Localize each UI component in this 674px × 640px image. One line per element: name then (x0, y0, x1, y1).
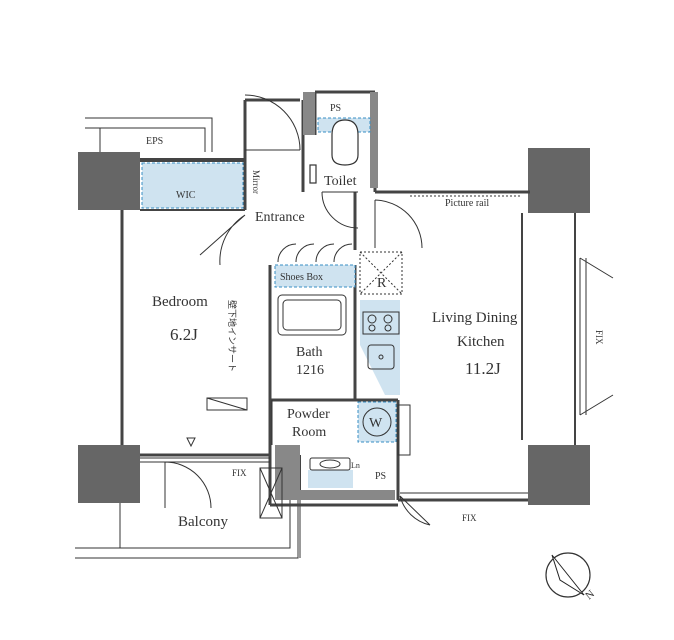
storage-areas (141, 117, 400, 488)
compass-north-label: N (583, 588, 597, 602)
washer-label: W (369, 416, 383, 431)
sink-icon (367, 344, 395, 370)
eps-label: EPS (146, 136, 163, 147)
bedroom-door (199, 214, 246, 266)
shoes-box-area (274, 264, 356, 288)
wall-infill-top (303, 92, 315, 135)
shoes-box-doors (277, 243, 353, 263)
marker-triangle (186, 437, 196, 448)
column-top-left (78, 152, 140, 210)
wic-area (141, 162, 244, 209)
ps-bottom-label: PS (375, 471, 386, 482)
toilet-door (321, 191, 359, 229)
wall-infill-bottom (275, 445, 395, 500)
fix-bottom-label: FIX (462, 513, 477, 523)
toilet-label: Toilet (324, 174, 357, 189)
basin-icon (309, 457, 351, 471)
column-bottom-left (78, 445, 140, 503)
walls (78, 148, 590, 505)
doors (164, 94, 614, 526)
washer-icon (362, 407, 392, 437)
bath-label: Bath (296, 345, 322, 360)
window-lines (140, 457, 528, 494)
wall-infill-right (370, 92, 378, 188)
ldk-door (374, 199, 423, 249)
stove-icon (362, 311, 400, 335)
bedroom-size: 6.2J (170, 325, 198, 344)
ldk-bottom-door (399, 495, 431, 526)
column-bottom-right (528, 445, 590, 505)
bath-size: 1216 (296, 363, 324, 378)
bedroom-label: Bedroom (152, 294, 208, 310)
picture-rail-label: Picture rail (445, 198, 489, 209)
bathtub (277, 294, 347, 336)
bedroom-vertical-note: 壁下地インサート (227, 300, 238, 372)
cabinet-box (397, 404, 411, 456)
ps-top-label: PS (330, 103, 341, 114)
linen-area (308, 470, 353, 488)
shoes-box-label: Shoes Box (280, 272, 323, 283)
fix-right-label: FIX (594, 330, 604, 345)
ldk-label-line1: Living Dining (432, 310, 518, 326)
refrigerator (359, 251, 403, 295)
wic-label: WIC (176, 190, 196, 201)
fix-balcony-label: FIX (232, 468, 247, 478)
compass-icon: N (545, 552, 597, 602)
linen-label: Ln (351, 461, 360, 470)
mirror-label: Mirror (251, 170, 261, 194)
entrance-label: Entrance (255, 210, 305, 225)
balcony-label: Balcony (178, 514, 228, 530)
washer-area (357, 401, 397, 443)
outdoor-unit (259, 467, 283, 519)
entrance-door (244, 94, 301, 151)
ldk-size: 11.2J (465, 359, 501, 378)
ldk-label-line2: Kitchen (457, 334, 505, 350)
kitchen-storage-area (360, 300, 400, 395)
insert-marker (206, 397, 248, 411)
refrigerator-label: R (377, 276, 387, 291)
column-top-right (528, 148, 590, 213)
powder-room-line1: Powder (287, 407, 330, 422)
balcony-door (164, 461, 212, 509)
powder-room-line2: Room (292, 425, 326, 440)
toilet-fixture (309, 119, 359, 184)
